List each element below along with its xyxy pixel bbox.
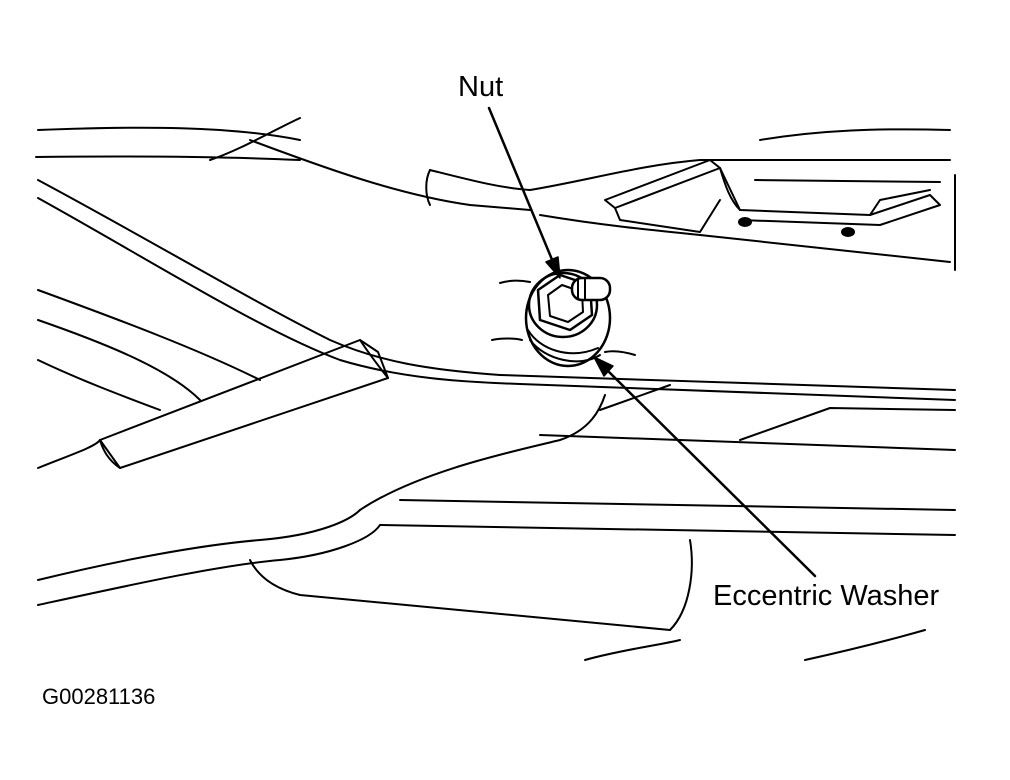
stabilizer-rod [37, 339, 389, 469]
upper-body-panel [35, 117, 956, 271]
figure-id: G00281136 [42, 684, 156, 709]
washer-arrowhead [593, 356, 614, 377]
eccentric-washer-label: Eccentric Washer [713, 580, 940, 612]
mounting-bracket [604, 159, 941, 237]
nut-label: Nut [458, 71, 504, 103]
nut-arrowhead [545, 256, 561, 279]
nut-leader-line [487, 106, 555, 264]
washer-leader-line [603, 366, 817, 578]
lower-frame [37, 384, 956, 661]
nut-washer-assembly [491, 268, 636, 368]
leader-lines [487, 106, 817, 578]
lower-control-arm [37, 179, 956, 411]
